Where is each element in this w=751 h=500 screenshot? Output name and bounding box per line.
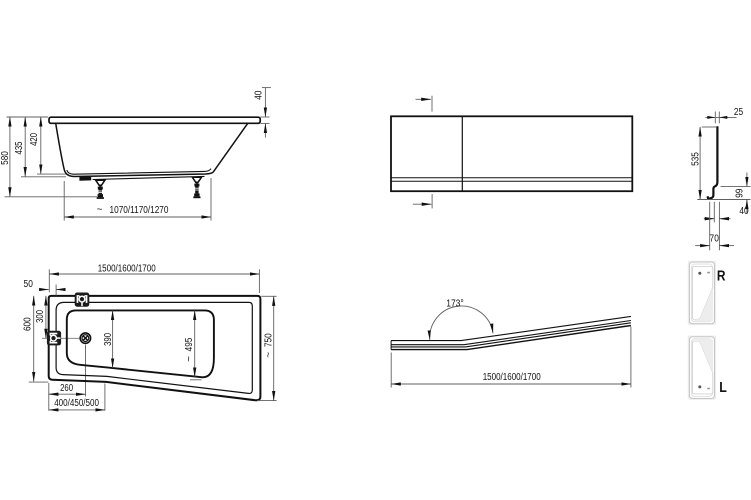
- svg-text:~: ~: [97, 205, 103, 216]
- svg-text:300: 300: [35, 310, 46, 323]
- svg-text:435: 435: [14, 141, 25, 154]
- svg-text:40: 40: [739, 206, 749, 217]
- svg-text:390: 390: [103, 333, 114, 346]
- svg-text:40: 40: [253, 90, 264, 100]
- svg-text:50: 50: [24, 279, 34, 290]
- svg-text:580: 580: [0, 151, 11, 165]
- svg-text:1500/1600/1700: 1500/1600/1700: [483, 372, 541, 383]
- svg-text:99: 99: [734, 188, 745, 198]
- svg-text:260: 260: [60, 383, 73, 394]
- svg-text:25: 25: [734, 107, 744, 118]
- svg-text:600: 600: [22, 317, 33, 331]
- svg-text:R: R: [717, 268, 726, 285]
- svg-text:173°: 173°: [446, 298, 464, 309]
- svg-text:1500/1600/1700: 1500/1600/1700: [98, 263, 156, 274]
- svg-text:400/450/500: 400/450/500: [54, 398, 99, 409]
- svg-text:~: ~: [184, 356, 195, 362]
- svg-text:70: 70: [710, 233, 720, 244]
- svg-text:750: 750: [263, 333, 274, 347]
- svg-text:495: 495: [184, 337, 195, 351]
- svg-text:L: L: [719, 379, 727, 396]
- svg-text:535: 535: [691, 152, 702, 166]
- svg-text:420: 420: [29, 133, 40, 146]
- svg-text:1070/1170/1270: 1070/1170/1270: [110, 205, 169, 216]
- svg-text:~: ~: [263, 352, 274, 358]
